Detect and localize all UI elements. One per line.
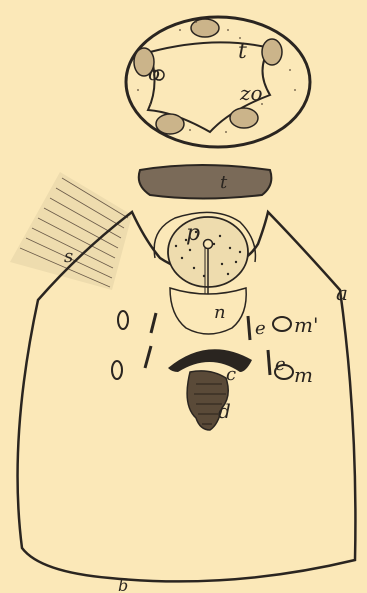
label-d: d — [218, 399, 231, 423]
label-b: b — [118, 576, 128, 593]
label-o-left: o — [148, 61, 160, 85]
transverse-bar — [139, 165, 272, 199]
label-t-upper: t — [238, 39, 247, 64]
cell-nucleus — [156, 114, 184, 134]
label-t-mid: t — [220, 172, 228, 193]
label-n: n — [214, 302, 226, 323]
label-zo: zo — [239, 81, 263, 105]
cell-nucleus — [230, 108, 258, 128]
oval-m-prime — [273, 317, 291, 331]
striated-muscle — [10, 172, 132, 290]
left-slash-upper — [151, 313, 156, 333]
label-s: s — [64, 246, 73, 267]
label-c: c — [226, 364, 236, 385]
right-bar-lower — [268, 350, 270, 375]
label-e-upper: e — [255, 318, 266, 339]
left-oval-upper — [118, 311, 128, 329]
left-slash-lower — [145, 346, 151, 368]
label-a: a — [336, 281, 348, 305]
crescent-c — [168, 349, 252, 372]
right-bar-upper — [248, 316, 250, 340]
label-p: p — [186, 221, 200, 246]
structure-n — [170, 288, 246, 334]
label-m-prime: m' — [294, 313, 318, 337]
cell-nucleus — [262, 39, 282, 65]
left-oval-lower — [112, 361, 122, 379]
label-m: m — [294, 363, 313, 387]
label-e-lower: e — [275, 354, 286, 375]
